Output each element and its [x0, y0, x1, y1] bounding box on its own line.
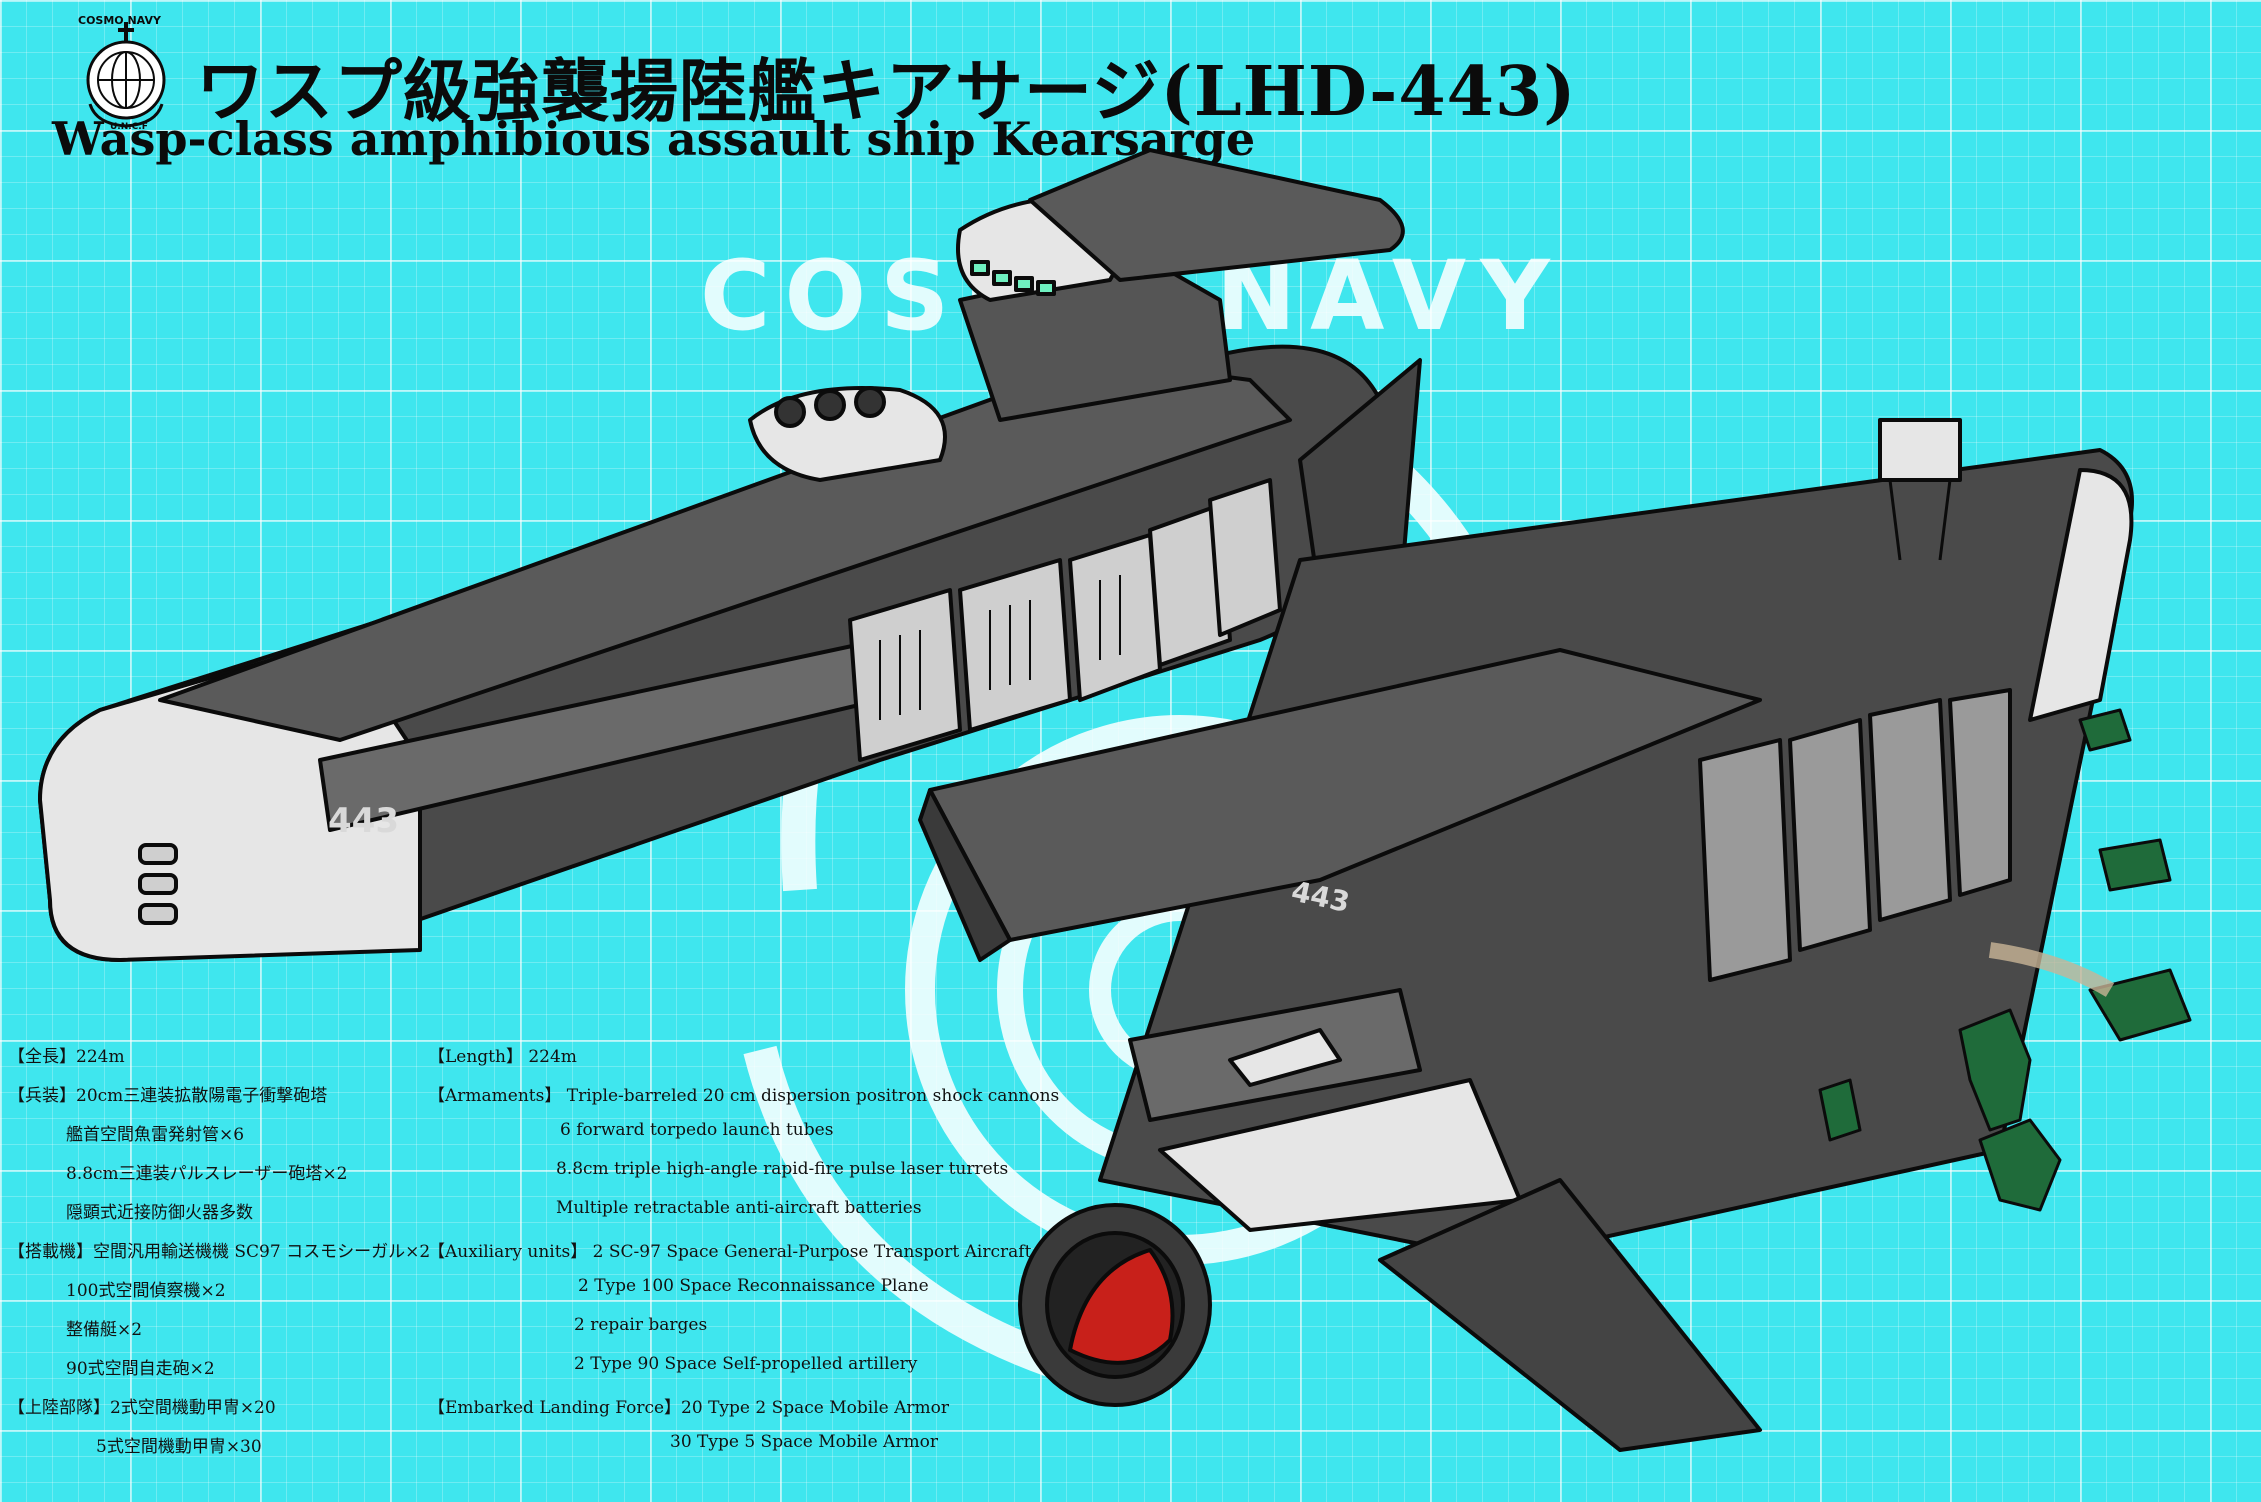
anchor-globe-icon	[86, 22, 166, 128]
spec-en-laser: 8.8cm triple high-angle rapid-fire pulse…	[556, 1159, 1009, 1179]
spec-jp-repair: 整備艇×2	[66, 1320, 143, 1340]
spec-jp-recon: 100式空間偵察機×2	[66, 1281, 226, 1301]
spec-jp-laser: 8.8cm三連装パルスレーザー砲塔×2	[66, 1164, 348, 1184]
title-english: Wasp-class amphibious assault ship Kears…	[52, 112, 1256, 166]
spec-jp-armor-5: 5式空間機動甲冑×30	[96, 1437, 262, 1457]
logo-bottom-text: U.N.C.F	[110, 122, 148, 132]
spec-jp-ciws: 隠顕式近接防御火器多数	[66, 1203, 253, 1223]
ship-top-view: 443	[38, 148, 1422, 962]
spec-jp-armaments: 【兵装】20cm三連装拡散陽電子衝撃砲塔	[8, 1086, 328, 1106]
spec-jp-landing-force: 【上陸部隊】2式空間機動甲冑×20	[8, 1398, 276, 1418]
spec-en-recon: 2 Type 100 Space Reconnaissance Plane	[578, 1276, 929, 1296]
spec-en-length: 【Length】 224m	[428, 1047, 577, 1067]
spec-jp-torpedo: 艦首空間魚雷発射管×6	[66, 1125, 245, 1145]
spec-jp-length: 【全長】224m	[8, 1047, 125, 1067]
spec-en-armaments: 【Armaments】 Triple-barreled 20 cm disper…	[428, 1086, 1060, 1106]
spec-en-repair: 2 repair barges	[574, 1315, 708, 1335]
spec-en-artillery: 2 Type 90 Space Self-propelled artillery	[574, 1354, 918, 1374]
spec-jp-aircraft: 【搭載機】空間汎用輸送機機 SC97 コスモシーガル×2	[8, 1242, 431, 1262]
hull-number-top: 443	[328, 801, 399, 841]
spec-sheet: 【全長】224m 【兵装】20cm三連装拡散陽電子衝撃砲塔 艦首空間魚雷発射管×…	[0, 1020, 1100, 1480]
mobile-armor-units	[1818, 708, 2192, 1212]
spec-en-landing-force: 【Embarked Landing Force】20 Type 2 Space …	[428, 1398, 949, 1418]
spec-en-torpedo: 6 forward torpedo launch tubes	[560, 1120, 834, 1140]
spec-en-aircraft: 【Auxiliary units】 2 SC-97 Space General-…	[428, 1242, 1032, 1262]
spec-en-armor-5: 30 Type 5 Space Mobile Armor	[670, 1432, 938, 1452]
title-japanese: ワスプ級強襲揚陸艦キアサージ(LHD-443)	[196, 52, 1577, 132]
ship-underside-view: 443	[918, 418, 2134, 1452]
spec-jp-artillery: 90式空間自走砲×2	[66, 1359, 215, 1379]
cosmo-navy-emblem: COSMO NAVY U.N.C.F	[66, 14, 186, 138]
logo-top-text: COSMO NAVY	[78, 14, 161, 27]
spec-en-ciws: Multiple retractable anti-aircraft batte…	[556, 1198, 922, 1218]
